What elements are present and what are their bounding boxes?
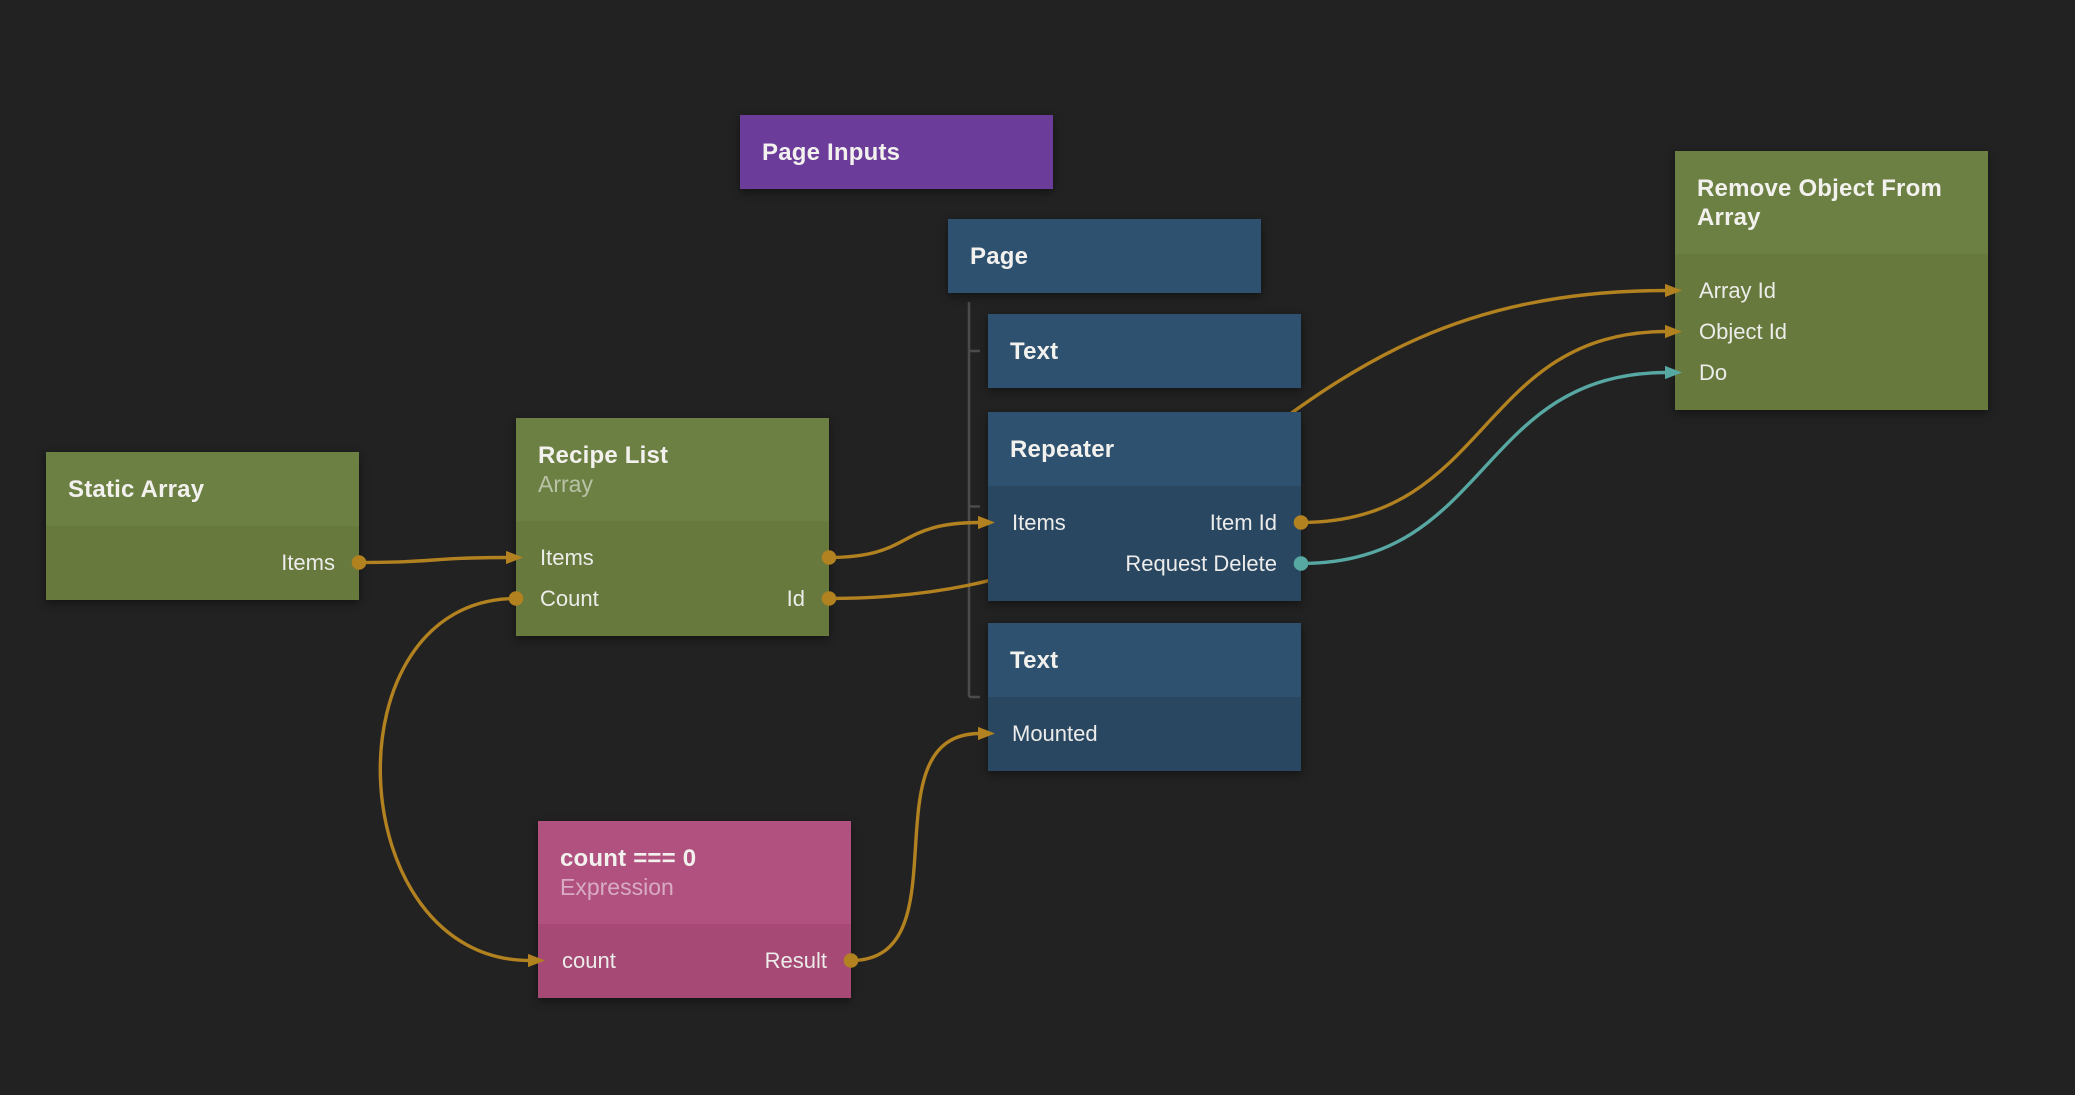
- output-port-label[interactable]: Result: [764, 947, 827, 973]
- node-page[interactable]: Page: [948, 219, 1261, 293]
- node-header[interactable]: Text: [988, 314, 1301, 388]
- output-port-label[interactable]: Item Id: [1209, 509, 1277, 535]
- input-port-label[interactable]: Count: [540, 585, 599, 611]
- node-body: Array Id Object Id Do: [1675, 254, 1988, 410]
- node-header[interactable]: Remove Object From Array: [1675, 151, 1988, 254]
- port-row[interactable]: Request Delete: [988, 543, 1301, 584]
- node-title: Text: [1010, 646, 1059, 674]
- node-page-inputs[interactable]: Page Inputs: [740, 115, 1053, 189]
- node-title: Text: [1010, 337, 1059, 365]
- node-title: Page: [970, 242, 1029, 270]
- node-title: Static Array: [68, 475, 205, 503]
- port-row[interactable]: Object Id: [1675, 311, 1988, 352]
- input-port-label[interactable]: Mounted: [1012, 720, 1098, 746]
- connection-wire[interactable]: [828, 520, 981, 560]
- connection-wire[interactable]: [1300, 370, 1668, 566]
- output-port-label[interactable]: Items: [281, 549, 335, 575]
- input-port-label[interactable]: Items: [540, 544, 594, 570]
- connection-wire[interactable]: [1300, 329, 1668, 525]
- connection-wire[interactable]: [850, 731, 981, 963]
- node-body: count Result: [538, 924, 851, 998]
- port-row[interactable]: count Result: [538, 940, 851, 981]
- node-header[interactable]: Text: [988, 623, 1301, 697]
- node-title: Repeater: [1010, 435, 1115, 463]
- node-header[interactable]: Page: [948, 219, 1261, 293]
- connection-wire[interactable]: [378, 596, 531, 963]
- input-port-label[interactable]: Array Id: [1699, 277, 1777, 303]
- input-port-label[interactable]: Object Id: [1699, 318, 1788, 344]
- node-header[interactable]: Page Inputs: [740, 115, 1053, 189]
- input-port-label[interactable]: count: [562, 947, 616, 973]
- node-body: Items: [46, 526, 359, 600]
- connection-wire[interactable]: [358, 555, 509, 565]
- port-row[interactable]: Items: [46, 542, 359, 583]
- node-title: Page Inputs: [762, 138, 901, 166]
- node-subtitle: Expression: [560, 873, 674, 900]
- node-body: Mounted: [988, 697, 1301, 771]
- port-row[interactable]: Array Id: [1675, 270, 1988, 311]
- node-title: count === 0: [560, 844, 697, 872]
- node-header[interactable]: Repeater: [988, 412, 1301, 486]
- node-title: Recipe List: [538, 441, 669, 469]
- port-row[interactable]: Items: [516, 537, 829, 578]
- output-port-label[interactable]: Id: [786, 585, 805, 611]
- node-subtitle: Array: [538, 470, 593, 497]
- node-title: Remove Object From Array: [1697, 174, 1942, 231]
- node-body: Items Item Id Request Delete: [988, 486, 1301, 601]
- input-port-label[interactable]: Items: [1012, 509, 1066, 535]
- node-text-1[interactable]: Text: [988, 314, 1301, 388]
- port-row[interactable]: Count Id: [516, 578, 829, 619]
- port-row[interactable]: Do: [1675, 352, 1988, 393]
- node-header[interactable]: Static Array: [46, 452, 359, 526]
- output-port-label[interactable]: Request Delete: [1125, 550, 1277, 576]
- input-port-label[interactable]: Do: [1699, 359, 1728, 385]
- port-row[interactable]: Items Item Id: [988, 502, 1301, 543]
- port-row[interactable]: Mounted: [988, 713, 1301, 754]
